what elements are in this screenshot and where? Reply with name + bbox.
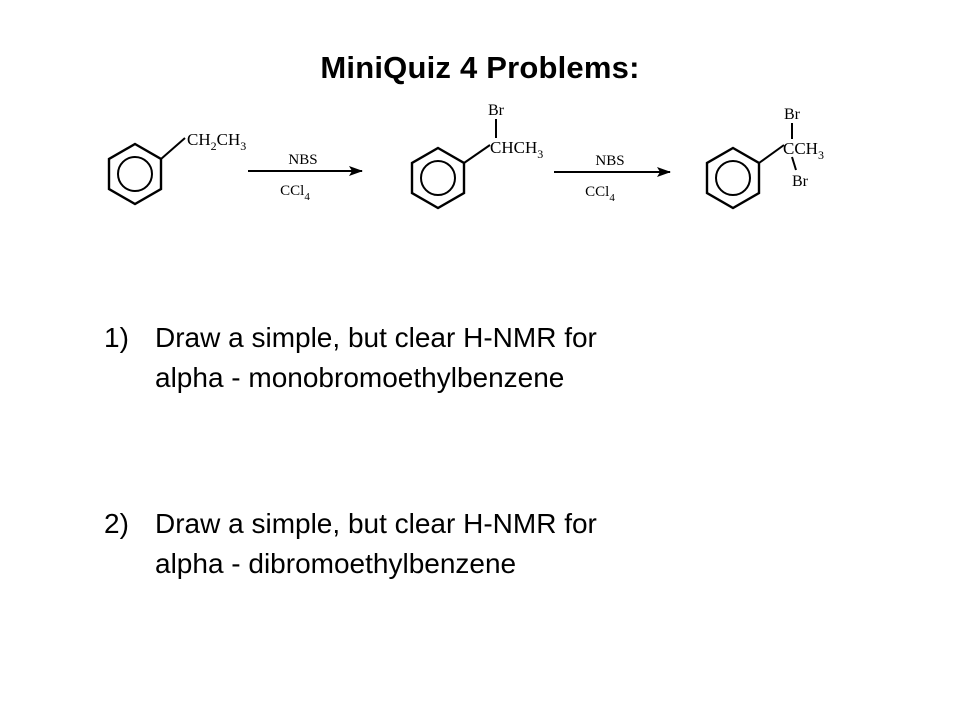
reaction-arrow-2: NBS CCl4: [554, 153, 671, 204]
reaction-arrow-1: NBS CCl4: [248, 152, 363, 203]
ethyl-bond: [160, 137, 186, 160]
bromo-substituent-label: Br: [488, 102, 505, 119]
alpha-bond: [758, 144, 785, 164]
bromo-top-label: Br: [784, 106, 801, 123]
slide-title: MiniQuiz 4 Problems:: [320, 50, 640, 85]
bromo-bottom-bond: [791, 156, 797, 171]
benzene-ring-icon: [107, 142, 163, 206]
question-line: alpha - monobromoethylbenzene: [155, 362, 565, 393]
question-number: 1): [104, 322, 129, 353]
benzene-ring-icon: [705, 146, 761, 210]
chain-label: CHCH3: [490, 138, 543, 161]
product-dibromo: Br CCH3 Br: [705, 106, 824, 210]
question-line: Draw a simple, but clear H-NMR for: [155, 508, 597, 539]
reactant-ethylbenzene: CH2CH3: [107, 130, 246, 206]
benzene-ring-icon: [410, 146, 466, 210]
reaction-scheme: CH2CH3 NBS CCl4 Br CHCH3 NBS CCl4: [107, 102, 824, 210]
question-1: 1) Draw a simple, but clear H-NMR for al…: [104, 318, 597, 398]
solvent-label: CCl4: [280, 183, 310, 203]
chain-label: CCH3: [783, 139, 824, 162]
ethyl-group-label: CH2CH3: [187, 130, 246, 153]
question-line: Draw a simple, but clear H-NMR for: [155, 322, 597, 353]
solvent-label: CCl4: [585, 184, 615, 204]
bromo-bottom-label: Br: [792, 173, 809, 190]
reagent-label: NBS: [288, 152, 317, 168]
alpha-bond: [463, 144, 491, 164]
intermediate-monobromo: Br CHCH3: [410, 102, 543, 210]
question-2: 2) Draw a simple, but clear H-NMR for al…: [104, 504, 597, 584]
question-line: alpha - dibromoethylbenzene: [155, 548, 517, 579]
question-number: 2): [104, 508, 129, 539]
reagent-label: NBS: [595, 153, 624, 169]
